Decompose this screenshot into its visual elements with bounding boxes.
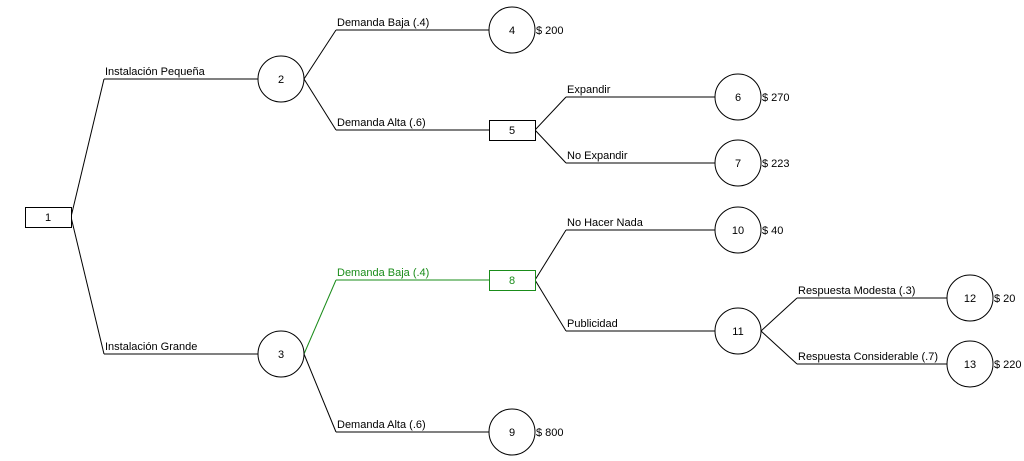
chance-node-10[interactable]: 10 $ 40	[714, 206, 783, 254]
branch-label: Instalación Pequeña	[105, 66, 206, 78]
decision-node-5[interactable]: 5	[489, 120, 536, 141]
payoff-value: $ 200	[536, 25, 564, 37]
branch-diagonal-line	[303, 353, 337, 433]
branch-label: Demanda Alta (.6)	[337, 419, 426, 431]
node-number: 10	[732, 225, 744, 237]
branch-diagonal-line	[70, 216, 105, 355]
chance-circle	[714, 307, 762, 355]
node-number: 3	[278, 349, 284, 361]
chance-node-12[interactable]: 12 $ 20	[946, 274, 1015, 322]
branch-diagonal-line	[70, 78, 105, 218]
branch-diagonal-line	[303, 279, 337, 355]
branch-n2-n4: Demanda Baja (.4)	[303, 17, 489, 80]
chance-circle	[257, 55, 305, 103]
payoff-value: $ 223	[762, 158, 790, 170]
node-number: 13	[964, 359, 976, 371]
decision-square	[489, 270, 536, 291]
node-number: 7	[735, 158, 741, 170]
branch-n3-n9: Demanda Alta (.6)	[303, 353, 489, 433]
chance-node-6[interactable]: 6 $ 270	[714, 73, 790, 121]
node-number: 4	[509, 25, 515, 37]
chance-circle	[714, 206, 762, 254]
branch-n1-n3: Instalación Grande	[70, 216, 258, 355]
branch-diagonal-line	[760, 330, 798, 365]
branch-label: Demanda Alta (.6)	[337, 117, 426, 129]
branch-n3-n8: Demanda Baja (.4)	[303, 267, 489, 355]
branch-n5-n7: No Expandir	[534, 129, 715, 164]
decision-square	[489, 120, 536, 141]
branch-label: No Expandir	[567, 150, 628, 162]
branch-diagonal-line	[303, 78, 337, 131]
branch-n8-n10: No Hacer Nada	[534, 217, 715, 281]
branch-n2-n5: Demanda Alta (.6)	[303, 78, 489, 131]
node-number: 1	[45, 212, 51, 224]
chance-node-2[interactable]: 2	[257, 55, 305, 103]
chance-circle	[946, 340, 994, 388]
branch-diagonal-line	[760, 297, 798, 332]
branch-n8-n11: Publicidad	[534, 279, 715, 332]
branch-label: Respuesta Considerable (.7)	[798, 351, 938, 363]
chance-node-7[interactable]: 7 $ 223	[714, 139, 790, 187]
chance-node-4[interactable]: 4 $ 200	[488, 6, 564, 54]
branch-label: No Hacer Nada	[567, 217, 644, 229]
chance-node-3[interactable]: 3	[257, 330, 305, 378]
payoff-value: $ 220	[994, 359, 1022, 371]
branch-diagonal-line	[534, 96, 567, 131]
chance-circle	[714, 73, 762, 121]
branch-label: Demanda Baja (.4)	[337, 267, 429, 279]
decision-node-8[interactable]: 8	[489, 270, 536, 291]
branch-label: Respuesta Modesta (.3)	[798, 285, 915, 297]
branch-n1-n2: Instalación Pequeña	[70, 66, 258, 218]
branch-diagonal-line	[303, 29, 337, 80]
branch-n11-n13: Respuesta Considerable (.7)	[760, 330, 947, 365]
branch-label: Demanda Baja (.4)	[337, 17, 429, 29]
chance-circle	[946, 274, 994, 322]
branch-n11-n12: Respuesta Modesta (.3)	[760, 285, 947, 332]
node-number: 8	[509, 275, 515, 287]
chance-circle	[488, 6, 536, 54]
node-number: 2	[278, 74, 284, 86]
node-number: 12	[964, 293, 976, 305]
chance-circle	[257, 330, 305, 378]
chance-node-11[interactable]: 11	[714, 307, 762, 355]
chance-node-9[interactable]: 9 $ 800	[488, 408, 564, 456]
node-number: 6	[735, 92, 741, 104]
branch-diagonal-line	[534, 229, 567, 281]
branch-label: Expandir	[567, 84, 611, 96]
branch-diagonal-line	[534, 129, 567, 164]
node-number: 11	[732, 326, 743, 338]
decision-square	[25, 207, 72, 228]
branch-n5-n6: Expandir	[534, 84, 715, 131]
node-number: 5	[509, 125, 515, 137]
payoff-value: $ 800	[536, 427, 564, 439]
chance-node-13[interactable]: 13 $ 220	[946, 340, 1022, 388]
payoff-value: $ 40	[762, 225, 783, 237]
chance-circle	[714, 139, 762, 187]
chance-circle	[488, 408, 536, 456]
payoff-value: $ 20	[994, 293, 1015, 305]
branch-label: Publicidad	[567, 318, 618, 330]
node-number: 9	[509, 427, 515, 439]
branch-diagonal-line	[534, 279, 567, 332]
branch-label: Instalación Grande	[105, 341, 197, 353]
payoff-value: $ 270	[762, 92, 790, 104]
decision-node-1[interactable]: 1	[25, 207, 72, 228]
